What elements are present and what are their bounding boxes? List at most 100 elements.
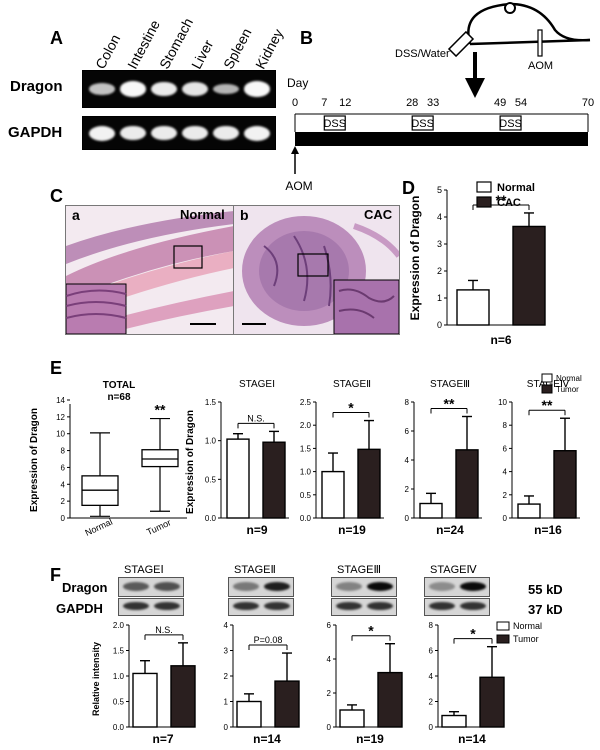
panel-label-f: F [50,565,61,585]
y-tick-label: 4 [61,480,66,489]
bar-normal [441,714,467,728]
y-tick-label: 8 [503,421,508,430]
panelB-dss-water-label: DSS/Water [395,48,450,60]
blot-band [429,582,455,591]
y-tick-label: 2.0 [300,421,312,430]
sig-label: ** [542,397,553,413]
y-tick-label: 8 [61,447,66,456]
y-tick-label: 6 [429,647,434,656]
total-n: n=68 [107,392,131,403]
blot-band [123,602,149,610]
dss-label-2: DSS [411,118,434,130]
legend-normal-swatch [476,181,492,193]
gapdh-band-kidney [244,125,270,141]
y-tick-label: 0.5 [113,698,125,707]
stage-n: n=19 [338,523,366,537]
bar-normal [226,438,250,519]
y-tick-label: 8 [405,398,410,407]
y-tick-label: 2 [437,266,442,276]
stage-n: n=14 [458,732,486,746]
dragon-band-stomach [151,81,177,97]
panelB-aom-syringe-label: AOM [528,60,554,72]
gapdh-band-intestine [120,125,146,141]
dragon-blot-stage-4 [424,577,490,597]
y-tick-label: 0.5 [300,491,312,500]
y-tick-label: 2 [405,485,410,494]
panelC-normal-histology [65,205,235,335]
y-tick-label: 0 [61,514,66,523]
sig-label: * [348,400,354,416]
y-tick-label: 2 [61,497,66,506]
panelC-b-title: CAC [364,207,393,222]
gapdh-band-stomach [151,125,177,141]
blot-band [123,582,149,591]
blot-band [233,582,259,591]
dss-window-1 [323,115,346,131]
stage-n: n=9 [246,523,267,537]
y-tick-label: 8 [429,621,434,630]
blot-band [264,582,290,591]
aom-timeline-label: AOM [285,179,312,193]
y-tick-label: 0 [437,320,442,330]
sig-label: N.S. [155,625,173,635]
day-tick-54: 54 [515,97,527,109]
panelD-n-label: n=6 [490,333,511,347]
dragon-blot-stage-2 [228,577,294,597]
day-tick-0: 0 [292,97,298,109]
legend-cac-label: CAC [497,197,521,209]
bar-normal [132,672,158,728]
panelA-row-label-gapdh: GAPDH [8,124,63,141]
day-tick-12: 12 [339,97,351,109]
blot-band [264,602,290,610]
bar-tumor [479,676,505,728]
day-tick-33: 33 [427,97,439,109]
y-tick-label: 0 [327,723,332,732]
panelF-size-37: 37 kD [528,602,563,617]
stage-n: n=14 [253,732,281,746]
bar-tumor [170,665,196,728]
sig-label: * [368,623,374,639]
bar-tumor [274,680,300,728]
aom-arrow-head-icon [291,146,299,154]
y-tick-label: 0 [405,514,410,523]
timeline-bar [295,132,588,146]
dragon-band-liver [182,82,208,96]
y-tick-label: 1 [437,293,442,303]
lane-label-liver: Liver [188,37,217,72]
stage-n: n=19 [356,732,384,746]
sig-label: ** [496,192,507,208]
dragon-band-intestine [120,81,146,97]
dragon-band-colon [89,83,115,95]
legend-normal-label: Normal [513,621,542,631]
y-tick-label: 10 [56,430,65,439]
y-tick-label: 10 [498,398,507,407]
panelF-row-label-gapdh: GAPDH [56,601,103,616]
bar-normal [236,700,262,728]
blot-band [367,602,393,610]
y-tick-label: 14 [56,396,65,405]
dss-window-3 [499,115,522,131]
blot-band [429,602,455,610]
gapdh-blot-stage-3 [331,598,397,616]
y-tick-label: 2.0 [113,621,125,630]
y-tick-label: 1.5 [205,398,217,407]
y-tick-label: 2 [503,491,508,500]
y-tick-label: 6 [61,463,66,472]
y-tick-label: 4 [429,672,434,681]
panelB-day-label: Day [287,76,309,90]
y-tick-label: 1.5 [300,444,312,453]
blot-band [154,582,180,591]
stage-title: STAGEⅢ [430,379,470,390]
legend-tumor-swatch [541,384,553,394]
y-tick-label: 6 [405,427,410,436]
stage-n: n=16 [534,523,562,537]
total-sig: ** [155,402,166,418]
blot-stage-title-1: STAGEⅠ [124,564,164,576]
legend-normal-swatch [496,621,510,631]
panelF-ylabel: Relative intensity [91,642,101,716]
blot-band [460,602,486,610]
